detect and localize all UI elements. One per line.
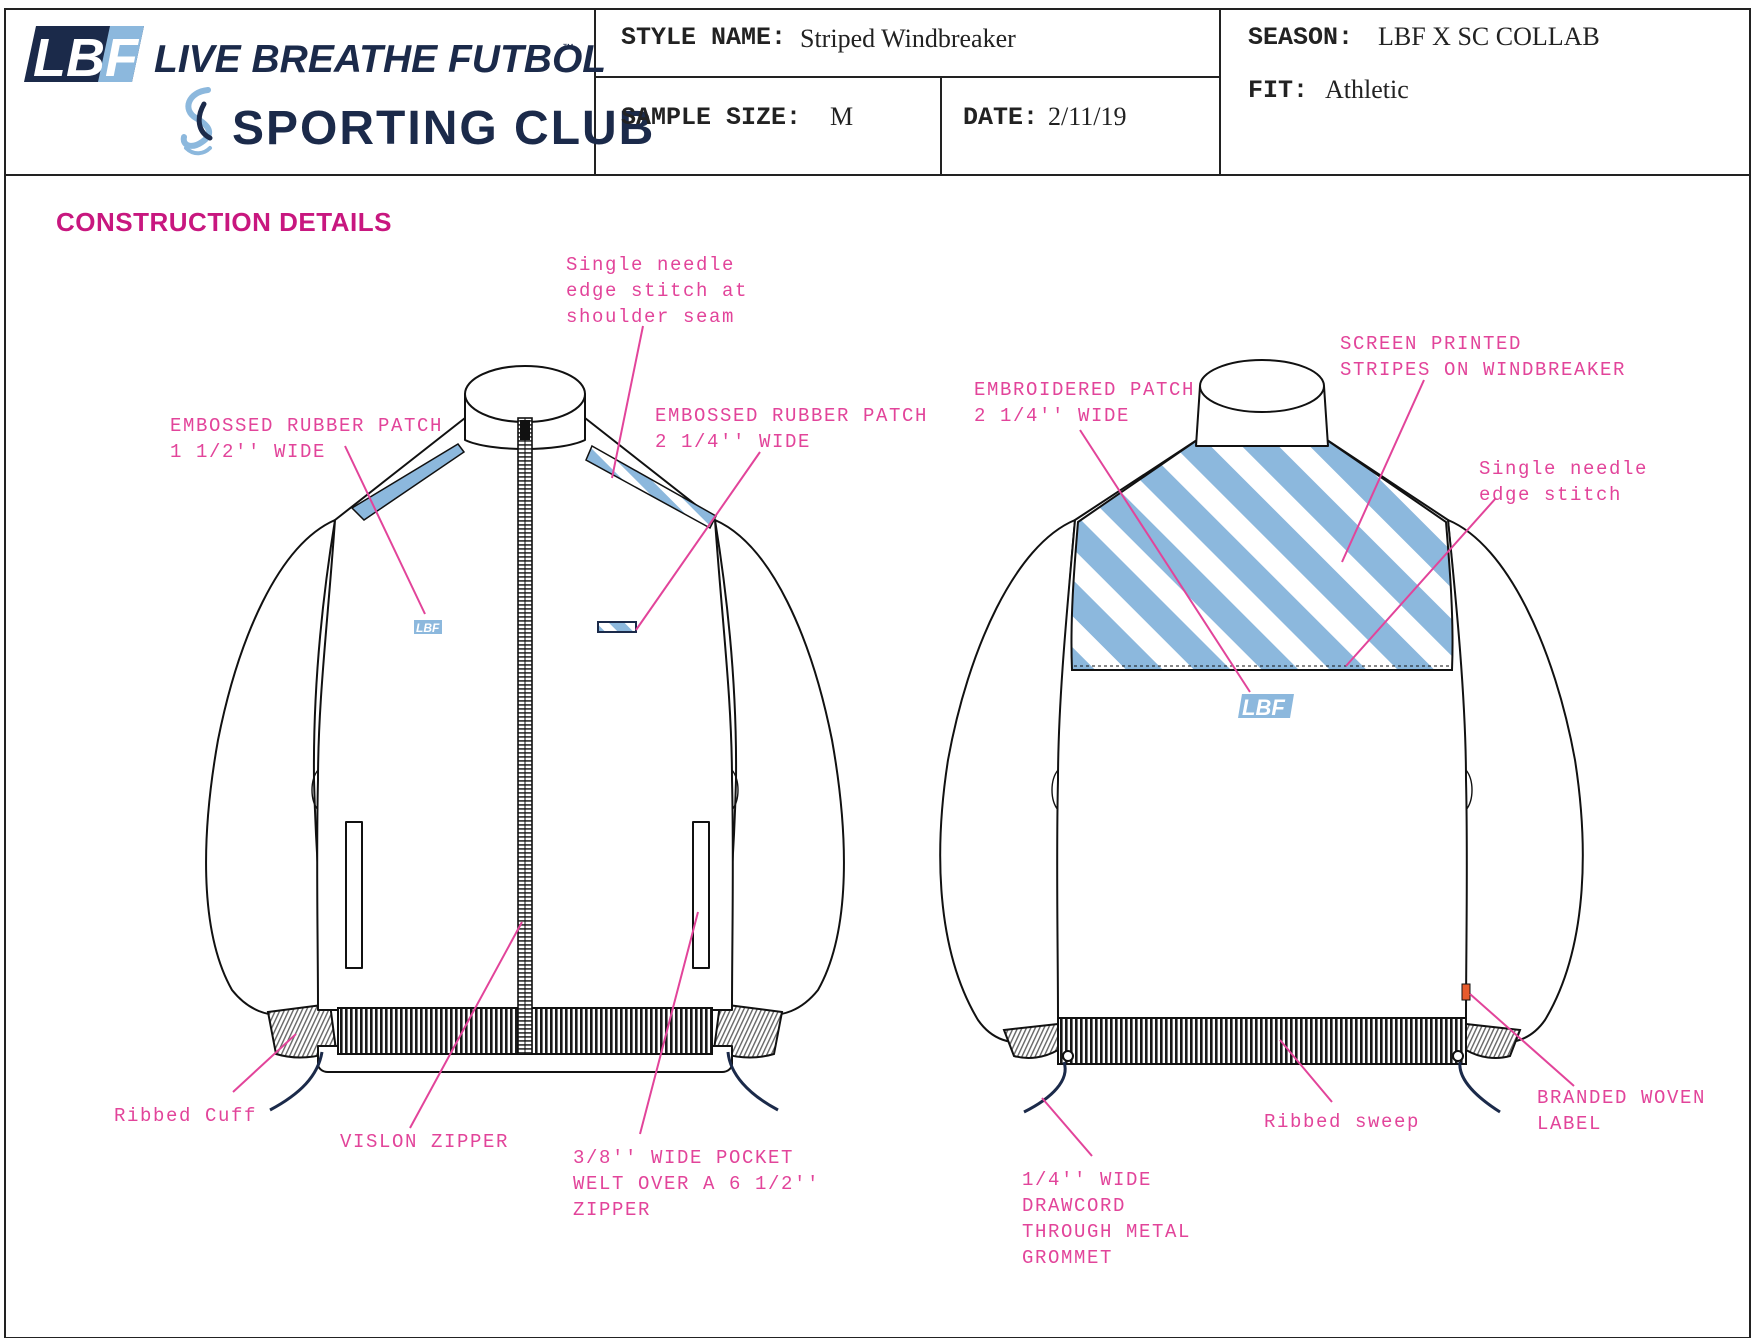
callout-pocket: 3/8'' WIDE POCKET WELT OVER A 6 1/2'' ZI… <box>0 0 911 1221</box>
style-name-label: STYLE NAME: <box>621 23 786 52</box>
fit-label: FIT: <box>1248 76 1308 105</box>
callout-shoulder-stitch: Single needle edge stitch at shoulder se… <box>0 0 839 328</box>
sample-size-label: SAMPLE SIZE: <box>621 103 801 132</box>
lbf-logo: LBF <box>24 26 144 88</box>
style-name-value: Striped Windbreaker <box>800 24 1016 53</box>
front-left-chest-patch: LBF <box>414 620 442 635</box>
club-name: SPORTING CLUB <box>232 102 655 155</box>
trademark-symbol: ™ <box>562 41 574 55</box>
header-block: LBF LIVE BREATHE FUTBOL ™ SPORTING CLUB … <box>4 8 1751 1338</box>
callout-patch-left: EMBOSSED RUBBER PATCH 1 1/2'' WIDE <box>0 0 534 463</box>
callout-patch-right: EMBOSSED RUBBER PATCH 2 1/4'' WIDE <box>0 0 1019 453</box>
date-label: DATE: <box>963 103 1038 132</box>
front-callouts: Single needle edge stitch at shoulder se… <box>0 0 1019 1221</box>
callout-embroidered-patch: EMBROIDERED PATCH 2 1/4'' WIDE <box>0 0 1286 427</box>
front-right-chest-patch <box>597 621 637 633</box>
callout-ribbed-cuff: Ribbed Cuff <box>0 0 322 1127</box>
svg-text:LBF: LBF <box>1242 695 1285 720</box>
back-callouts: EMBROIDERED PATCH 2 1/4'' WIDE SCREEN PR… <box>0 0 1739 1269</box>
callout-vislon-zipper: VISLON ZIPPER <box>0 0 574 1153</box>
fit-value: Athletic <box>1325 75 1409 104</box>
season-value: LBF X SC COLLAB <box>1378 22 1600 51</box>
callout-woven-label: BRANDED WOVEN LABEL <box>1537 1087 1704 1135</box>
branded-woven-label <box>1461 983 1471 1001</box>
callout-screen-printed: SCREEN PRINTED STRIPES ON WINDBREAKER <box>0 0 1691 381</box>
brand-name: LIVE BREATHE FUTBOL <box>154 38 606 81</box>
callout-drawcord: 1/4'' WIDE DRAWCORD THROUGH METAL GROMME… <box>1022 1169 1189 1269</box>
leader-lines <box>232 325 1575 1157</box>
sporting-club-logo <box>180 87 213 156</box>
back-jacket-sketch: LBF <box>939 359 1584 1114</box>
back-embroidered-patch: LBF <box>1238 694 1294 720</box>
lbf-logo-mark: LBF <box>33 28 140 88</box>
season-label: SEASON: <box>1248 23 1353 52</box>
svg-text:LBF: LBF <box>416 621 440 635</box>
callout-ribbed-sweep: Ribbed sweep <box>1264 1111 1418 1133</box>
section-title: CONSTRUCTION DETAILS <box>56 207 392 237</box>
callout-edge-stitch: Single needle edge stitch <box>0 0 1739 506</box>
front-jacket-sketch: LBF <box>205 365 845 1112</box>
sample-size-value: M <box>830 102 853 131</box>
date-value: 2/11/19 <box>1048 102 1126 131</box>
